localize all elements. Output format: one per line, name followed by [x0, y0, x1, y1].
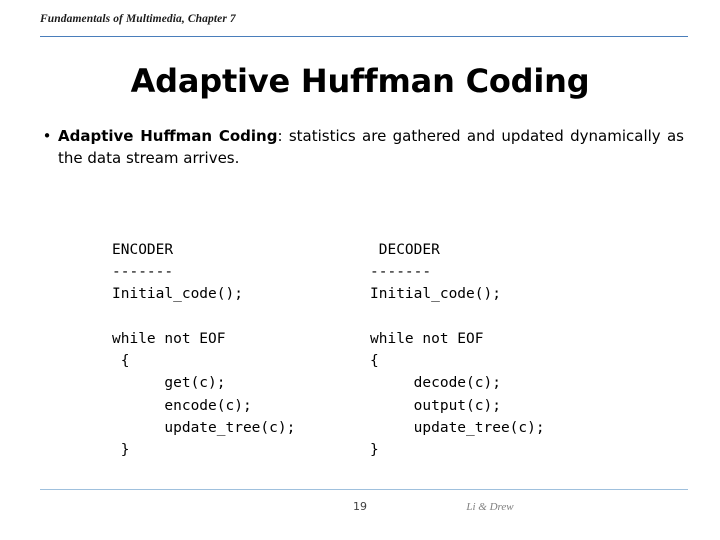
- page-number: 19: [353, 500, 367, 513]
- bullet-list: • Adaptive Huffman Coding: statistics ar…: [36, 126, 684, 170]
- encoder-pseudocode: ENCODER ------- Initial_code(); while no…: [112, 241, 296, 459]
- decoder-pseudocode: DECODER ------- Initial_code(); while no…: [370, 241, 545, 459]
- page-title: Adaptive Huffman Coding: [130, 62, 590, 100]
- slide-header-text: Fundamentals of Multimedia, Chapter 7: [40, 13, 236, 25]
- header-divider: [40, 36, 688, 37]
- bullet-item-text: Adaptive Huffman Coding: statistics are …: [58, 126, 684, 170]
- list-item: • Adaptive Huffman Coding: statistics ar…: [36, 126, 684, 170]
- bullet-item-rest: : statistics are gathered and updated dy…: [58, 127, 684, 167]
- pseudocode-block: ENCODER ------- Initial_code(); while no…: [112, 194, 672, 506]
- footer-divider: [40, 489, 688, 490]
- bullet-item-bold-lead: Adaptive Huffman Coding: [58, 127, 278, 145]
- pseudocode-columns: ENCODER ------- Initial_code(); while no…: [112, 239, 672, 462]
- bullet-point-icon: •: [42, 127, 52, 145]
- footer-credit: Li & Drew: [466, 501, 514, 513]
